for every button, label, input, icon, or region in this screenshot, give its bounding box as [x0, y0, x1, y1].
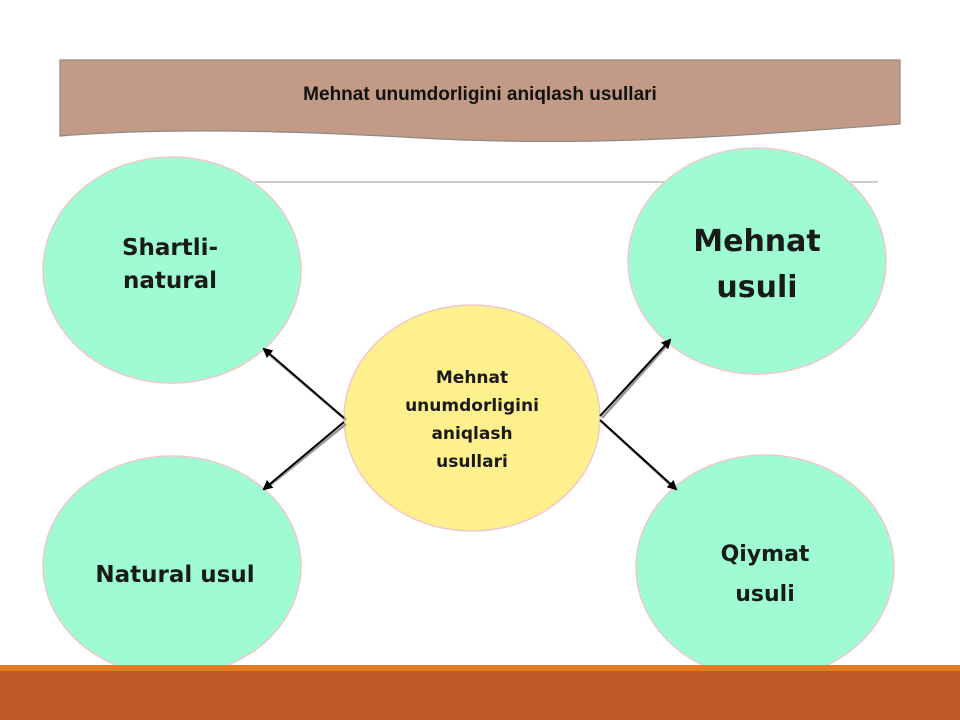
- node-natural-usul-line-1: Natural usul: [95, 562, 255, 588]
- center-line-1: Mehnat: [435, 368, 509, 388]
- node-qiymat-usuli-line-1: Qiymat: [720, 542, 810, 567]
- node-shartli-natural-label: Shartli- natural: [60, 210, 280, 320]
- footer-bar: [0, 671, 960, 720]
- arrow-to-mehnat-usuli: [599, 338, 672, 419]
- node-qiymat-usuli-line-2: usuli: [735, 582, 795, 607]
- arrow-to-natural-usul: [262, 421, 347, 491]
- node-mehnat-usuli-line-2: usuli: [716, 270, 798, 305]
- footer-accent-bar: [0, 665, 960, 671]
- arrow-to-shartli-natural: [262, 347, 347, 421]
- node-mehnat-usuli-label: Mehnat usuli: [642, 200, 872, 330]
- node-qiymat-usuli-label: Qiymat usuli: [655, 520, 875, 630]
- arrow-to-qiymat-usuli: [599, 419, 678, 491]
- banner-title: Mehnat unumdorligini aniqlash usullari: [303, 84, 657, 105]
- title-banner: [59, 59, 901, 143]
- node-shartli-natural-shape: [42, 156, 302, 384]
- node-shartli-natural-line-2: natural: [122, 268, 217, 294]
- center-node-label: Mehnat unumdorligini aniqlash usullari: [362, 355, 582, 485]
- node-natural-usul-label: Natural usul: [60, 545, 290, 605]
- center-line-4: usullari: [436, 452, 508, 472]
- node-shartli-natural-line-1: Shartli-: [121, 235, 219, 261]
- center-line-3: aniqlash: [431, 424, 513, 444]
- node-mehnat-usuli-line-1: Mehnat: [693, 224, 821, 259]
- center-line-2: unumdorligini: [405, 396, 539, 416]
- node-mehnat-usuli-shape: [627, 147, 887, 375]
